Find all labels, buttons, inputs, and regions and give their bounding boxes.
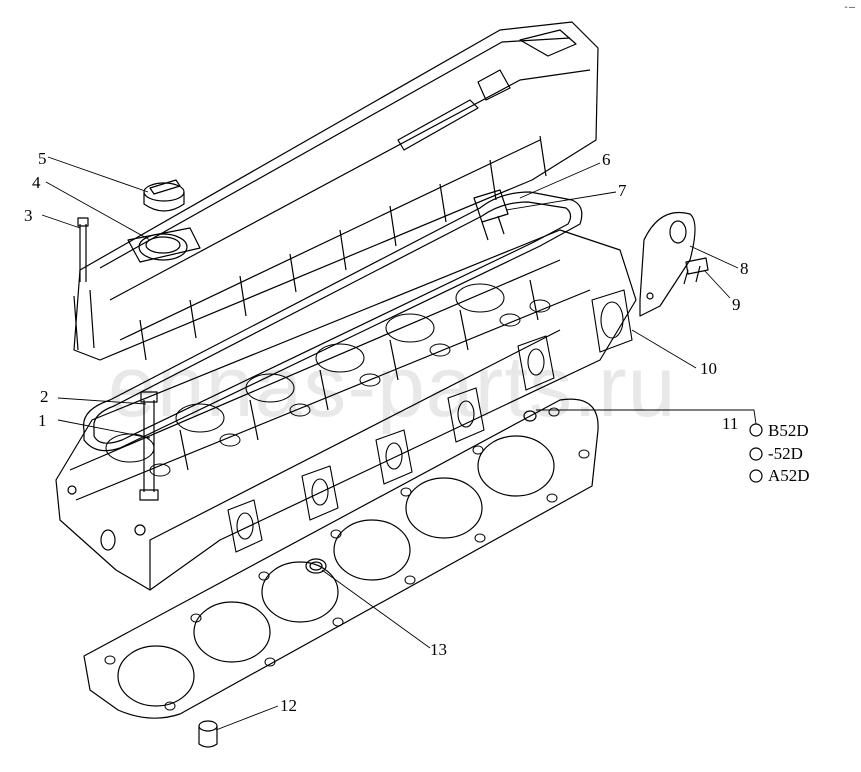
plug <box>523 410 537 422</box>
dowel-sleeve <box>198 720 218 748</box>
callout-7: 7 <box>618 181 627 200</box>
long-bolt <box>77 217 89 282</box>
bracket-bolt <box>683 257 709 285</box>
o-ring <box>305 558 327 574</box>
corner-mark: -– <box>842 2 855 13</box>
leader-lines <box>41 156 757 731</box>
valve-cover <box>73 21 599 361</box>
cylinder-head <box>55 229 637 591</box>
callout-11: 11 <box>722 414 739 433</box>
variant-label-a52d: A52D <box>768 466 810 485</box>
callout-10: 10 <box>700 359 717 378</box>
callout-2: 2 <box>40 387 49 406</box>
callout-4: 4 <box>32 173 41 192</box>
lifting-bracket <box>639 212 696 317</box>
valve-cover-gasket <box>82 191 583 452</box>
sensor-connector <box>473 189 509 241</box>
callout-1: 1 <box>38 411 47 430</box>
callout-8: 8 <box>740 259 749 278</box>
head-bolt <box>139 391 159 501</box>
callout-9: 9 <box>732 295 741 314</box>
callout-12: 12 <box>280 696 297 715</box>
variant-markers <box>749 423 763 483</box>
head-gasket <box>83 398 599 719</box>
callout-5: 5 <box>38 149 47 168</box>
watermark: ennas-parts.ru <box>108 339 677 435</box>
variant-label-b52d: B52D <box>768 421 809 440</box>
variant-label-52d: -52D <box>768 444 803 463</box>
callout-13: 13 <box>430 640 447 659</box>
oil-filler-cap <box>143 179 185 212</box>
callout-3: 3 <box>24 206 33 225</box>
callout-6: 6 <box>602 150 611 169</box>
